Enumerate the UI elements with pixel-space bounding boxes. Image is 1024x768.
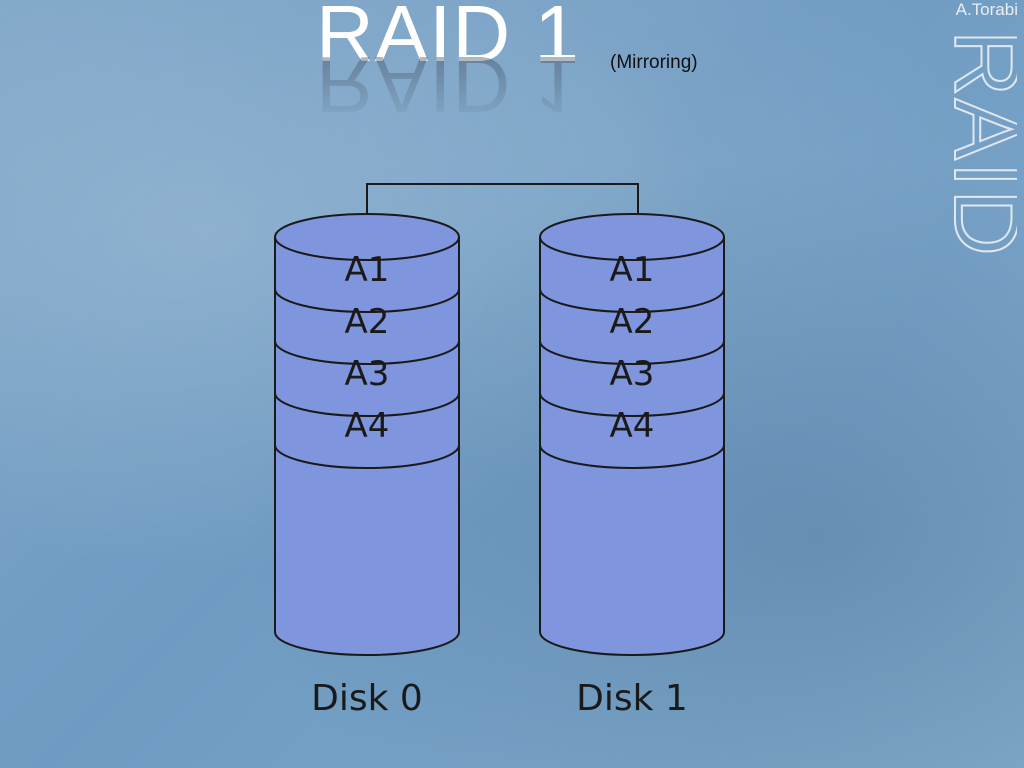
block-separator — [539, 288, 725, 313]
block-separator — [274, 444, 460, 469]
disk-top — [274, 213, 460, 261]
block-label: A4 — [610, 406, 655, 446]
block-separator — [539, 444, 725, 469]
block-separator — [274, 340, 460, 365]
block-label: A2 — [610, 302, 655, 342]
block-label: A1 — [610, 250, 655, 290]
mirror-connector — [366, 183, 639, 237]
block-label: A4 — [345, 406, 390, 446]
block-label: A3 — [610, 354, 655, 394]
block-separator — [274, 288, 460, 313]
disk-body — [274, 236, 460, 656]
disk-top — [539, 213, 725, 261]
title-wrap: RAID 1 RAID 1 — [316, 0, 580, 132]
block-label: A2 — [345, 302, 390, 342]
block-separator — [539, 392, 725, 417]
block-label: A3 — [345, 354, 390, 394]
block-separator — [539, 340, 725, 365]
slide-subtitle: (Mirroring) — [610, 52, 698, 73]
disk-label: Disk 0 — [311, 678, 423, 719]
author-label: A.Torabi — [955, 0, 1018, 19]
block-label: A1 — [345, 250, 390, 290]
side-watermark: RAID — [934, 29, 1017, 259]
side-watermark-text: RAID — [935, 30, 1017, 258]
block-separator — [274, 392, 460, 417]
slide-title: RAID 1 — [316, 0, 580, 78]
disk-label: Disk 1 — [576, 678, 688, 719]
disk-body — [539, 236, 725, 656]
